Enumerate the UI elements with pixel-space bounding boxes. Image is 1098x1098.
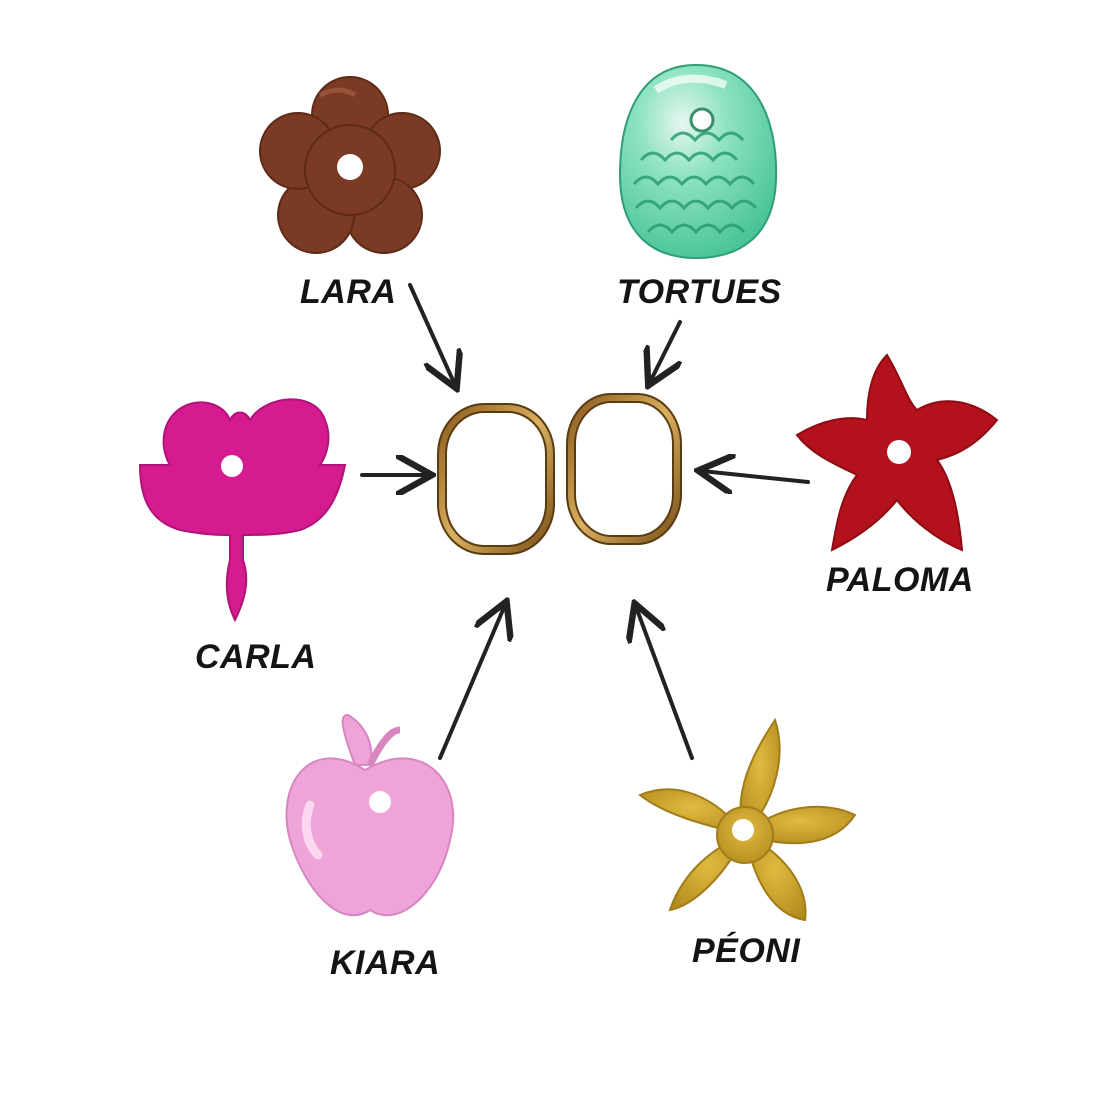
- paloma-charm: [795, 353, 999, 552]
- label-paloma: PALOMA: [826, 561, 974, 599]
- arrow-tortues: [650, 320, 680, 382]
- kiara-charm: [285, 713, 455, 917]
- label-lara: LARA: [300, 273, 397, 311]
- tortues-charm: [618, 63, 778, 260]
- label-carla: CARLA: [195, 638, 317, 676]
- label-peoni: PÉONI: [692, 932, 801, 970]
- label-kiara: KIARA: [330, 944, 441, 982]
- arrow-lara: [408, 283, 455, 385]
- arrow-peoni: [636, 607, 694, 760]
- arrow-kiara: [438, 605, 505, 760]
- lara-charm: [259, 76, 441, 254]
- label-tortues: TORTUES: [617, 273, 782, 311]
- peoni-charm: [638, 717, 857, 922]
- hoop-left: [437, 403, 555, 555]
- carla-charm: [138, 398, 347, 623]
- arrow-paloma: [702, 471, 810, 482]
- hoop-right: [566, 393, 682, 545]
